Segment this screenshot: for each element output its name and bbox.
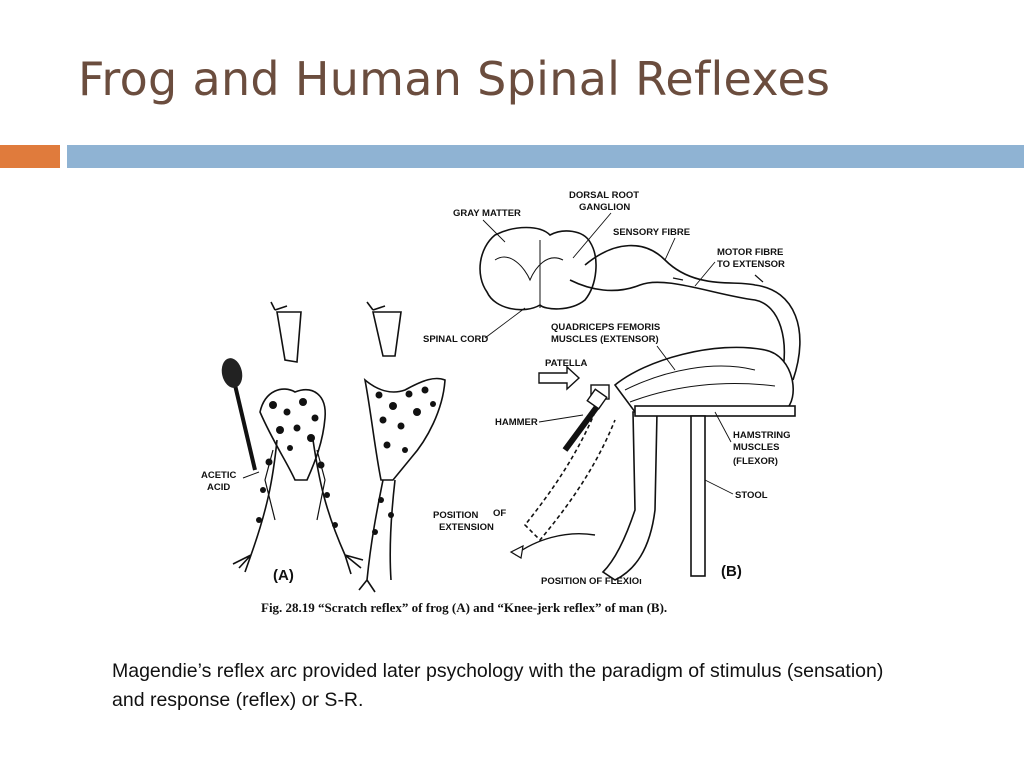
nerve-fibres — [569, 244, 801, 381]
svg-text:STOOL: STOOL — [735, 490, 768, 501]
frog-right — [358, 301, 446, 593]
body-text: Magendie’s reflex arc provided later psy… — [112, 660, 884, 711]
human-leg — [523, 346, 794, 581]
svg-text:POSITION OF FLEXIOı: POSITION OF FLEXIOı — [541, 576, 642, 587]
label-leader-lines — [482, 212, 734, 495]
svg-text:DORSAL ROOT: DORSAL ROOT — [569, 190, 639, 201]
svg-text:ACETIC: ACETIC — [201, 470, 237, 481]
svg-text:MUSCLES (EXTENSOR): MUSCLES (EXTENSOR) — [551, 334, 659, 345]
figure-caption: Fig. 28.19 “Scratch reflex” of frog (A) … — [261, 600, 667, 615]
spinal-cord-section — [479, 226, 597, 311]
svg-text:MOTOR FIBRE: MOTOR FIBRE — [717, 247, 783, 258]
svg-text:QUADRICEPS FEMORIS: QUADRICEPS FEMORIS — [551, 322, 660, 333]
svg-text:GANGLION: GANGLION — [579, 202, 630, 213]
accent-bar-orange — [0, 145, 60, 168]
svg-text:POSITION: POSITION — [433, 510, 479, 521]
reflex-figure: ACETIC ACID (A) GRAY MATTER — [195, 180, 815, 620]
extension-arrowhead — [509, 544, 524, 559]
svg-text:HAMSTRING: HAMSTRING — [733, 430, 791, 441]
acetic-acid-label: ACETIC ACID — [201, 470, 260, 493]
acetic-acid-swab — [221, 358, 257, 471]
svg-text:PATELLA: PATELLA — [545, 358, 588, 369]
svg-text:SENSORY FIBRE: SENSORY FIBRE — [613, 227, 690, 238]
svg-text:EXTENSION: EXTENSION — [439, 522, 494, 533]
panel-b-label: (B) — [721, 563, 742, 580]
svg-text:HAMMER: HAMMER — [495, 417, 538, 428]
extension-arrow — [514, 533, 596, 556]
frog-left — [232, 301, 364, 575]
stool — [634, 405, 796, 577]
svg-text:MUSCLES: MUSCLES — [733, 442, 779, 453]
svg-text:TO EXTENSOR: TO EXTENSOR — [717, 259, 785, 270]
reflex-diagram: ACETIC ACID (A) GRAY MATTER — [201, 190, 801, 615]
slide-title: Frog and Human Spinal Reflexes — [78, 52, 831, 106]
panel-a-label: (A) — [273, 567, 294, 584]
svg-text:GRAY MATTER: GRAY MATTER — [453, 208, 521, 219]
hammer — [562, 388, 608, 452]
svg-text:(FLEXOR): (FLEXOR) — [733, 456, 778, 467]
accent-bar-blue — [67, 145, 1024, 168]
svg-text:OF: OF — [493, 508, 506, 519]
panel-b-labels: GRAY MATTER DORSAL ROOT GANGLION SENSORY… — [423, 190, 791, 587]
svg-text:ACID: ACID — [207, 482, 230, 493]
svg-text:SPINAL CORD: SPINAL CORD — [423, 334, 488, 345]
